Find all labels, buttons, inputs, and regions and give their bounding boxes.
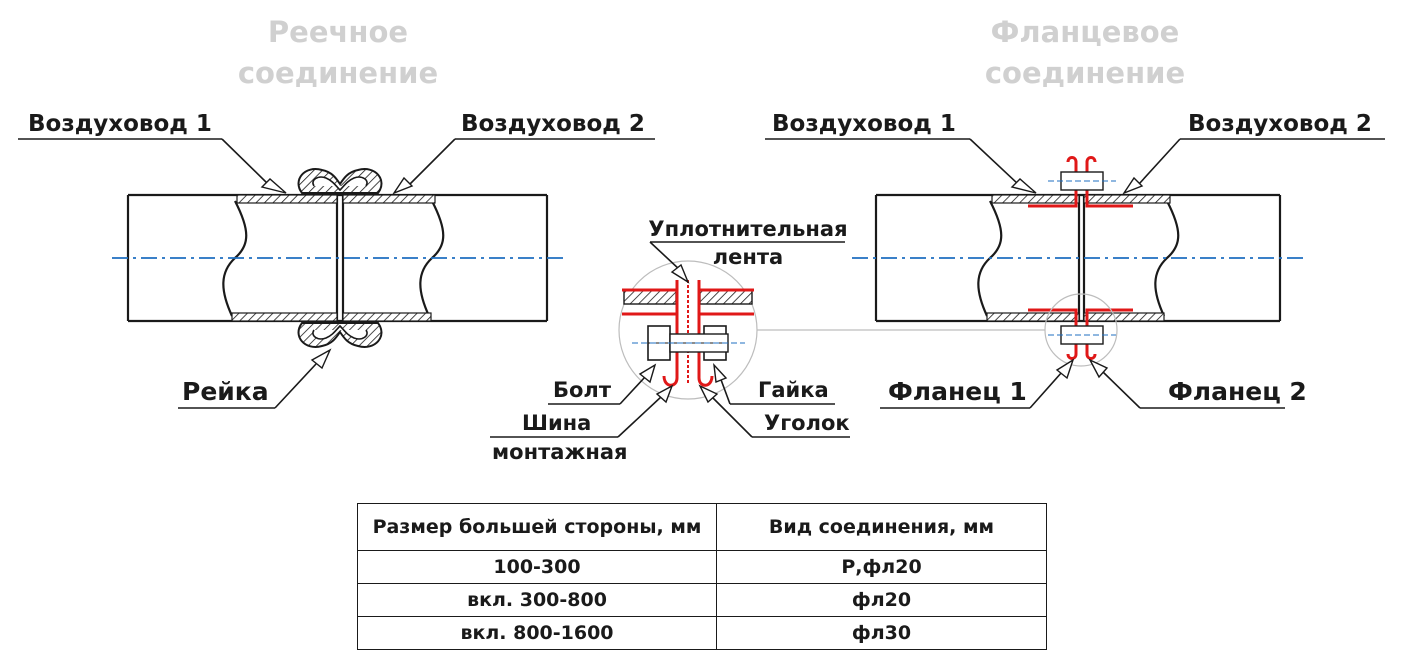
detail-leaders (490, 241, 850, 438)
rail-profile-top (297, 168, 383, 194)
flange-leaders (765, 138, 1385, 409)
corner-label: Уголок (764, 411, 850, 435)
cell-size: вкл. 800-1600 (357, 616, 717, 650)
bus-label-line1: Шина (522, 411, 591, 435)
detail-zoom-group: Уплотнительная лента Болт Гайка Шина мон… (490, 217, 1045, 464)
rail-duct-walls (231, 194, 436, 322)
header-connection: Вид соединения, мм (716, 503, 1047, 551)
detail-zoom-circle (618, 260, 758, 400)
rail-profile-bottom (297, 322, 383, 348)
bus-label-line2: монтажная (492, 440, 628, 464)
flange2-label: Фланец 2 (1168, 377, 1307, 406)
flange1-label: Фланец 1 (888, 377, 1027, 406)
flange-duct2-label: Воздуховод 2 (1188, 111, 1372, 137)
nut-label: Гайка (758, 378, 829, 402)
table-row: вкл. 800-1600 фл30 (357, 616, 1047, 650)
rail-duct1-label: Воздуховод 1 (28, 111, 212, 137)
cell-size: 100-300 (357, 550, 717, 584)
rail-title-line1: Реечное (268, 15, 408, 49)
table-row: вкл. 300-800 фл20 (357, 583, 1047, 617)
seal-label-line2: лента (713, 245, 783, 269)
flange-title-line1: Фланцевое (991, 15, 1180, 49)
table-row: 100-300 Р,фл20 (357, 550, 1047, 584)
flange-connection-group: Фланцевое соединение (765, 15, 1385, 409)
header-size: Размер большей стороны, мм (357, 503, 717, 551)
detail-bolt (632, 325, 745, 361)
rail-connection-group: Реечное соединение (18, 15, 655, 409)
cell-connection: фл30 (716, 616, 1047, 650)
flange-duct-walls (986, 194, 1171, 322)
cell-size: вкл. 300-800 (357, 583, 717, 617)
flange-bottom (1028, 293, 1133, 367)
flange-duct1-label: Воздуховод 1 (772, 111, 956, 137)
rail-title-line2: соединение (238, 56, 438, 90)
connection-spec-table: Размер большей стороны, мм Вид соединени… (357, 503, 1047, 650)
rail-duct2-label: Воздуховод 2 (461, 111, 645, 137)
cell-connection: фл20 (716, 583, 1047, 617)
flange-top (1028, 156, 1133, 208)
table-header-row: Размер большей стороны, мм Вид соединени… (357, 503, 1047, 551)
rail-label: Рейка (182, 377, 269, 406)
bolt-label: Болт (553, 378, 612, 402)
flange-title-line2: соединение (985, 56, 1185, 90)
cell-connection: Р,фл20 (716, 550, 1047, 584)
rail-leaders (18, 138, 655, 409)
seal-label-line1: Уплотнительная (648, 217, 847, 241)
